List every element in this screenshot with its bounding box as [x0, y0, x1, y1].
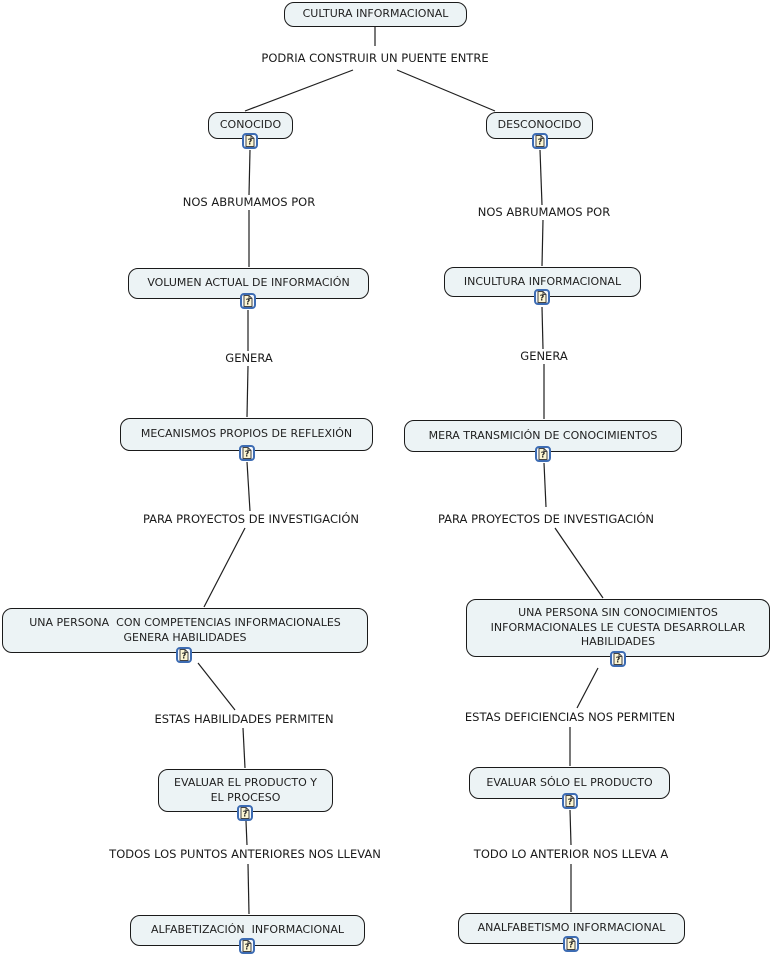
resource-link-icon[interactable]: ?: [239, 938, 255, 954]
concept-node-persona-sin-conocimientos[interactable]: UNA PERSONA SIN CONOCIMIENTOS INFORMACIO…: [466, 599, 770, 657]
svg-text:?: ?: [538, 138, 543, 147]
concept-node-cultura-informacional[interactable]: CULTURA INFORMACIONAL: [284, 2, 467, 27]
linking-phrase-nos-abrumamos-por-der[interactable]: NOS ABRUMAMOS POR: [477, 205, 611, 219]
svg-text:?: ?: [248, 138, 253, 147]
edge-conocido-to-abrumamos: [248, 149, 251, 196]
resource-link-icon: ?: [613, 653, 623, 665]
resource-link-icon[interactable]: ?: [535, 446, 551, 462]
edge-habilidades-to-evaluar-proceso: [242, 727, 246, 769]
linking-phrase-nos-abrumamos-por-izq[interactable]: NOS ABRUMAMOS POR: [182, 195, 316, 209]
edge-proyectos-to-persona-sin: [554, 527, 604, 599]
resource-link-icon[interactable]: ?: [239, 445, 255, 461]
concept-node-evaluar-producto-y-proceso[interactable]: EVALUAR EL PRODUCTO Y EL PROCESO: [158, 769, 333, 812]
resource-link-icon[interactable]: ?: [534, 289, 550, 305]
svg-text:?: ?: [541, 451, 546, 460]
edge-persona-sin-to-deficiencias: [576, 667, 599, 709]
resource-link-icon: ?: [565, 795, 575, 807]
edge-mecanismos-to-proyectos: [246, 461, 251, 512]
svg-text:?: ?: [182, 652, 187, 661]
edge-puente-to-conocido: [244, 69, 354, 112]
resource-link-icon: ?: [240, 807, 250, 819]
edge-evaluar-solo-to-todo: [569, 809, 572, 846]
svg-text:?: ?: [568, 798, 573, 807]
linking-phrase-genera-izq[interactable]: GENERA: [225, 351, 273, 365]
edge-genera-to-mecanismos: [246, 365, 249, 418]
svg-text:?: ?: [246, 298, 251, 307]
svg-text:?: ?: [569, 941, 574, 950]
concept-node-persona-con-competencias[interactable]: UNA PERSONA CON COMPETENCIAS INFORMACION…: [2, 608, 368, 653]
edge-abrumamos-to-incultura: [541, 219, 544, 267]
svg-text:?: ?: [243, 810, 248, 819]
svg-text:?: ?: [245, 943, 250, 952]
resource-link-icon: ?: [179, 649, 189, 661]
linking-phrase-para-proyectos-izq[interactable]: PARA PROYECTOS DE INVESTIGACIÓN: [142, 512, 360, 526]
svg-text:?: ?: [245, 450, 250, 459]
linking-phrase-para-proyectos-der[interactable]: PARA PROYECTOS DE INVESTIGACIÓN: [437, 512, 655, 526]
edge-puente-to-desconocido: [396, 69, 496, 112]
resource-link-icon[interactable]: ?: [237, 805, 253, 821]
resource-link-icon[interactable]: ?: [562, 793, 578, 809]
concept-node-evaluar-solo-el-producto[interactable]: EVALUAR SÓLO EL PRODUCTO: [469, 767, 670, 799]
resource-link-icon: ?: [242, 447, 252, 459]
edge-proyectos-to-persona-con: [203, 527, 246, 608]
resource-link-icon[interactable]: ?: [610, 651, 626, 667]
linking-phrase-podria-construir-un-puente-entre[interactable]: PODRIA CONSTRUIR UN PUENTE ENTRE: [261, 51, 489, 65]
resource-link-icon[interactable]: ?: [242, 133, 258, 149]
linking-phrase-estas-deficiencias-nos-permiten[interactable]: ESTAS DEFICIENCIAS NOS PERMITEN: [464, 710, 676, 724]
edge-todos-to-alfabetizacion: [247, 863, 250, 915]
resource-link-icon[interactable]: ?: [240, 293, 256, 309]
concept-node-mecanismos-propios-de-reflexion[interactable]: MECANISMOS PROPIOS DE REFLEXIÓN: [120, 418, 373, 451]
linking-phrase-genera-der[interactable]: GENERA: [520, 349, 568, 363]
edge-evaluar-proceso-to-todos: [245, 820, 248, 846]
resource-link-icon: ?: [242, 940, 252, 952]
edge-incultura-to-genera: [541, 306, 544, 350]
linking-phrase-todo-lo-anterior[interactable]: TODO LO ANTERIOR NOS LLEVA A: [473, 847, 669, 861]
resource-link-icon: ?: [537, 291, 547, 303]
resource-link-icon: ?: [538, 448, 548, 460]
svg-text:?: ?: [616, 656, 621, 665]
linking-phrase-estas-habilidades-permiten[interactable]: ESTAS HABILIDADES PERMITEN: [154, 712, 334, 726]
resource-link-icon[interactable]: ?: [563, 936, 579, 952]
edge-persona-con-to-habilidades: [197, 662, 236, 711]
resource-link-icon: ?: [535, 135, 545, 147]
resource-link-icon[interactable]: ?: [532, 133, 548, 149]
edge-mera-to-proyectos: [543, 462, 547, 508]
resource-link-icon: ?: [566, 938, 576, 950]
resource-link-icon: ?: [243, 295, 253, 307]
linking-phrase-todos-los-puntos-anteriores[interactable]: TODOS LOS PUNTOS ANTERIORES NOS LLEVAN: [109, 847, 381, 861]
resource-link-icon: ?: [245, 135, 255, 147]
svg-text:?: ?: [540, 294, 545, 303]
resource-link-icon[interactable]: ?: [176, 647, 192, 663]
edge-desconocido-to-abrumamos: [539, 149, 543, 206]
